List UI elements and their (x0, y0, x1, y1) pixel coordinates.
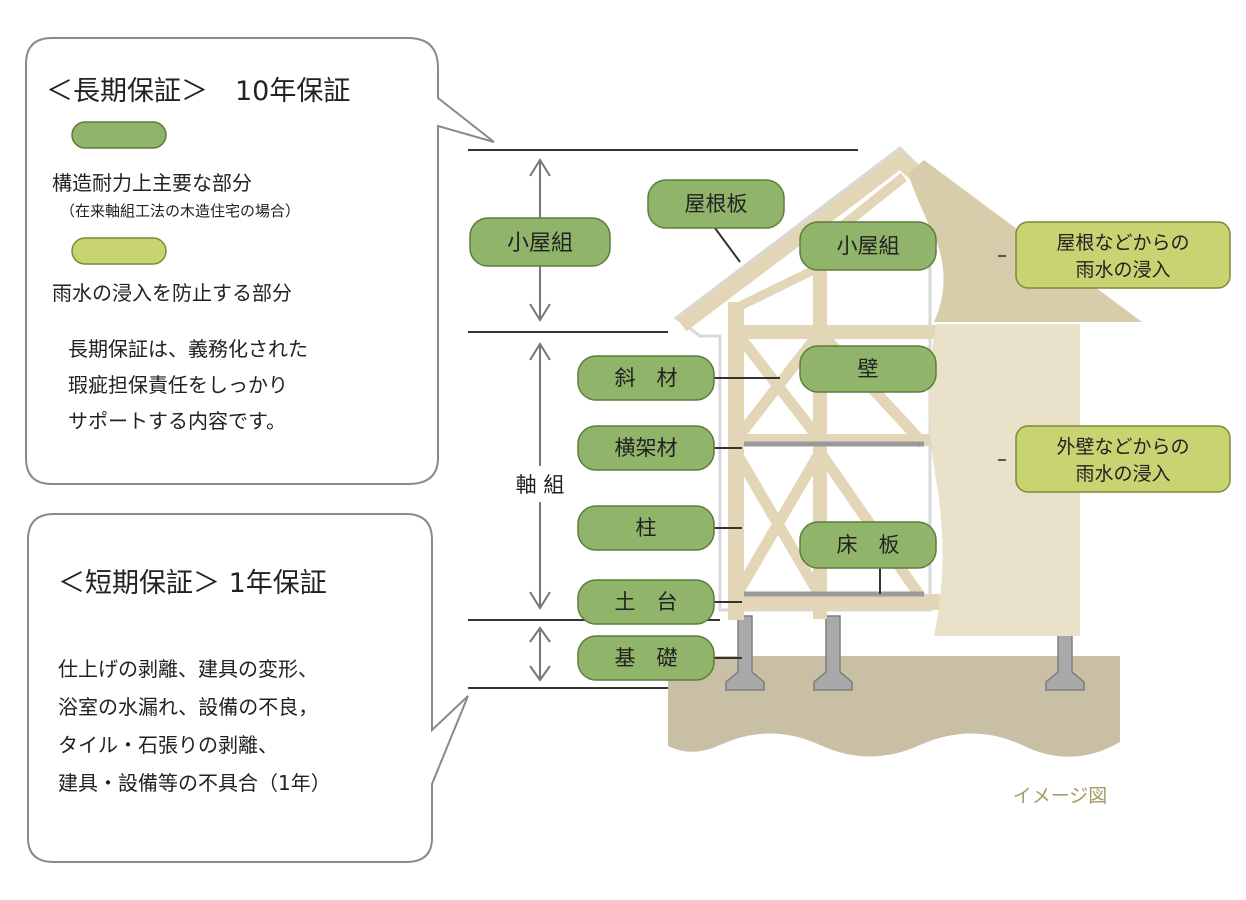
part-kiso-label: 基 礎 (615, 646, 678, 670)
short-term-title: ＜短期保証＞ 1年保証 (58, 568, 327, 599)
part-yukaita-box (799, 521, 937, 569)
ground (668, 656, 1120, 757)
jikugumi-section-label: 軸 組 (516, 473, 565, 497)
part-hashira-box (577, 505, 715, 551)
rain-roof-line-1: 屋根などからの (1056, 232, 1189, 254)
part-shazai-label: 斜 材 (615, 366, 678, 390)
legend-structural-note: （在来軸組工法の木造住宅の場合） (60, 202, 300, 220)
floor-plates (744, 441, 924, 597)
long-term-desc-1: 長期保証は、義務化された (68, 337, 308, 361)
footings (725, 615, 1085, 691)
part-koyagumi-box (799, 221, 937, 271)
part-kabe-box (799, 345, 937, 393)
rain-roof-box (1015, 221, 1231, 289)
long-term-title: ＜長期保証＞ 10年保証 (46, 76, 350, 107)
part-dodai-label: 土 台 (615, 590, 678, 614)
part-dodai-box (577, 579, 715, 625)
short-term-desc-3: タイル・石張りの剥離、 (58, 733, 278, 757)
long-term-desc-3: サポートする内容です。 (68, 409, 286, 433)
part-kabe-label: 壁 (858, 357, 879, 381)
jikugumi-label-bg (498, 466, 582, 502)
leader-lines (711, 223, 881, 659)
rain-markers (998, 255, 1006, 461)
rain-wall-line-2: 雨水の浸入 (1075, 463, 1170, 485)
rain-roof-line-2: 雨水の浸入 (1075, 259, 1170, 281)
part-yukaita-label: 床 板 (837, 533, 900, 557)
legend-structural-label: 構造耐力上主要な部分 (52, 171, 252, 195)
koyagumi-section-label: 小屋組 (507, 231, 573, 256)
legend-structural-swatch (71, 121, 167, 149)
long-term-callout (25, 37, 495, 485)
koyagumi-section-box (469, 217, 611, 267)
short-term-desc-1: 仕上げの剥離、建具の変形、 (58, 657, 318, 681)
image-caption: イメージ図 (1013, 785, 1108, 807)
short-term-desc-2: 浴室の水漏れ、設備の不良， (58, 695, 318, 719)
rain-wall-box (1015, 425, 1231, 493)
legend-rain-label: 雨水の浸入を防止する部分 (52, 281, 292, 305)
part-labels (577, 179, 937, 681)
part-hashira-label: 柱 (636, 516, 657, 540)
exterior-wall (929, 324, 1080, 636)
part-kiso-box (577, 635, 715, 681)
short-term-callout (27, 513, 469, 863)
part-shazai-box (577, 355, 715, 401)
part-yaneita-box (647, 179, 785, 229)
long-term-desc-2: 瑕疵担保責任をしっかり (68, 373, 288, 397)
part-yokokazai-box (577, 425, 715, 471)
part-koyagumi-label: 小屋組 (837, 234, 900, 258)
legend-rain-swatch (71, 237, 167, 265)
short-term-desc-4: 建具・設備等の不具合（1年） (58, 771, 331, 795)
rain-wall-line-1: 外壁などからの (1056, 436, 1189, 458)
part-yokokazai-label: 横架材 (615, 436, 678, 460)
part-yaneita-label: 屋根板 (685, 192, 748, 216)
